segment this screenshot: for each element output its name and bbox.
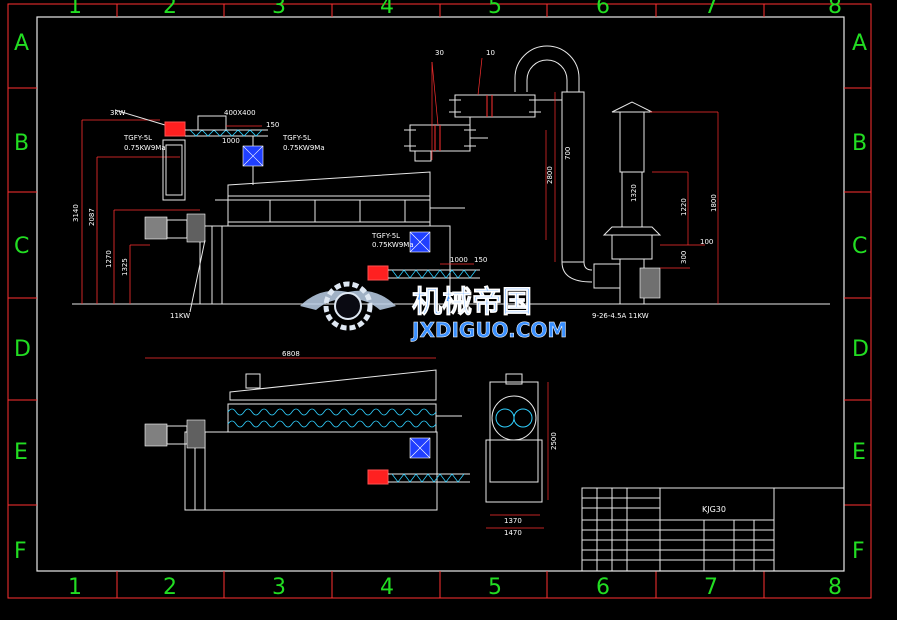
heater-power-label: 3kW (110, 109, 126, 117)
dim-stack-h3: 1800 (710, 194, 718, 212)
fan-spec-label: 9-26-4.5A 11KW (592, 312, 649, 320)
col-label-top-7: 7 (704, 0, 718, 19)
dim-1000-top: 1000 (222, 137, 240, 145)
row-label-right-e: E (852, 440, 866, 465)
row-label-left-d: D (14, 337, 31, 362)
cyclone-b-label: 10 (486, 49, 495, 57)
row-label-right-b: B (852, 131, 867, 156)
rotary-valve-mid[interactable] (409, 231, 431, 253)
dim-left-h4: 1325 (121, 258, 129, 276)
title-block: KJG30 (581, 487, 845, 572)
col-label-bottom-1: 1 (68, 575, 82, 600)
cyclone-exchanger-2[interactable] (449, 94, 541, 130)
row-label-left-f: F (14, 539, 27, 564)
mid-screw-feeder[interactable] (367, 263, 480, 281)
motor-mid-power: 0.75KW9Ma (372, 241, 414, 249)
col-label-top-1: 1 (68, 0, 82, 19)
main-drive-motor[interactable] (144, 213, 206, 243)
row-label-left-a: A (14, 31, 29, 56)
dim-side-w2: 1470 (504, 529, 522, 537)
row-label-right-f: F (852, 539, 865, 564)
row-label-right-a: A (852, 31, 867, 56)
exhaust-stack[interactable] (593, 101, 662, 305)
col-label-top-2: 2 (163, 0, 177, 19)
col-label-bottom-7: 7 (704, 575, 718, 600)
dim-stack-h2: 1220 (680, 198, 688, 216)
cyclone-a-label: 30 (435, 49, 444, 57)
col-label-top-6: 6 (596, 0, 610, 19)
dim-left-h2: 2087 (88, 208, 96, 226)
col-label-bottom-2: 2 (163, 575, 177, 600)
top-screw-feeder[interactable] (164, 115, 268, 137)
drawing-frame: 1 2 3 4 5 6 7 8 1 2 3 4 5 6 7 8 A B C D … (7, 0, 872, 600)
col-label-bottom-4: 4 (380, 575, 394, 600)
col-label-bottom-3: 3 (272, 575, 286, 600)
dim-column-h: 2800 (546, 166, 554, 184)
dim-stack-w: 100 (700, 238, 713, 246)
plan-view[interactable]: 6808 (144, 350, 470, 511)
main-motor-label: 11KW (170, 312, 190, 320)
cyclone-exchanger-1[interactable] (404, 124, 488, 162)
motor-top-left-power: 0.75KW9Ma (124, 144, 166, 152)
dim-side-h: 2500 (550, 432, 558, 450)
row-label-left-b: B (14, 131, 29, 156)
dim-side-w1: 1370 (504, 517, 522, 525)
dim-stack-h1: 1320 (630, 184, 638, 202)
dim-left-h1: 3140 (72, 204, 80, 222)
motor-top-left-label: TGFY-5L (123, 134, 152, 142)
dim-pipe: 700 (564, 147, 572, 160)
dim-150-top: 150 (266, 121, 279, 129)
dim-150-mid: 150 (474, 256, 487, 264)
title-block-model: KJG30 (702, 505, 726, 514)
feed-size-label: 400X400 (224, 109, 256, 117)
gear-icon (323, 281, 373, 331)
watermark-logo: 机械帝国 JXDIGUO.COM (300, 281, 568, 342)
col-label-bottom-6: 6 (596, 575, 610, 600)
dim-plan-length: 6808 (282, 350, 300, 358)
col-label-top-5: 5 (488, 0, 502, 19)
row-label-right-c: C (852, 234, 867, 259)
dim-stack-h4: 300 (680, 251, 688, 264)
col-label-bottom-5: 5 (488, 575, 502, 600)
row-label-left-c: C (14, 234, 29, 259)
motor-top-right-power: 0.75KW9Ma (283, 144, 325, 152)
watermark-en: JXDIGUO.COM (410, 318, 567, 342)
dim-left-h3: 1270 (105, 250, 113, 268)
col-label-top-3: 3 (272, 0, 286, 19)
col-label-bottom-8: 8 (828, 575, 842, 600)
side-view[interactable]: 2500 1370 1470 (485, 373, 558, 537)
row-label-left-e: E (14, 440, 28, 465)
dim-1000-mid: 1000 (450, 256, 468, 264)
row-label-right-d: D (852, 337, 869, 362)
rotary-valve-top[interactable] (242, 136, 264, 185)
front-elevation-view[interactable]: 3140 2087 1270 1325 3kW 400X400 1000 150… (72, 45, 830, 320)
watermark-cn: 机械帝国 (412, 285, 532, 320)
exhaust-duct[interactable] (514, 45, 593, 283)
col-label-top-4: 4 (380, 0, 394, 19)
motor-top-right-label: TGFY-5L (282, 134, 311, 142)
motor-mid-label: TGFY-5L (371, 232, 400, 240)
col-label-top-8: 8 (828, 0, 842, 19)
